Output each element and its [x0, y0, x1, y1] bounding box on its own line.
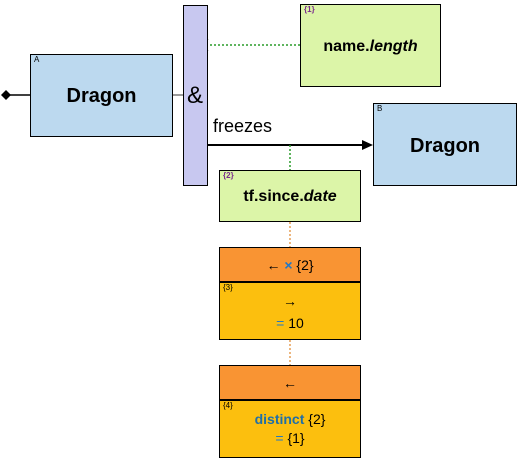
op-1-header-ref: {2} [296, 257, 314, 273]
constraint-2-prefix: tf.since. [243, 188, 304, 205]
node-b[interactable]: B Dragon [373, 103, 517, 186]
node-a[interactable]: A Dragon [30, 54, 173, 137]
op-1-body[interactable]: {3} → = 10 [219, 282, 361, 340]
right-arrow-icon: → [283, 293, 297, 309]
op-1-body-line: = 10 [220, 316, 360, 330]
source-diamond-icon [1, 90, 11, 100]
constraint-1-box[interactable]: {1} name.length [300, 4, 441, 87]
join-bar[interactable] [183, 5, 208, 186]
cross-icon: × [284, 257, 293, 273]
edge-label: freezes [213, 116, 273, 136]
op-2-tag: {4} [223, 401, 233, 410]
node-b-tag: B [377, 104, 383, 113]
op-1-value: 10 [288, 315, 304, 331]
node-a-tag: A [34, 55, 40, 64]
constraint-1-tag: {1} [304, 5, 315, 14]
op-1-equals: = [276, 315, 285, 331]
op-2-keyword: distinct [254, 411, 305, 427]
op-1-tag: {3} [223, 283, 233, 292]
arrowhead-icon [362, 140, 373, 150]
op-2-keyword-ref: {2} [308, 411, 326, 427]
constraint-2-tag: {2} [223, 171, 234, 180]
constraint-1-suffix: length [369, 38, 418, 55]
op-2-keyword-line: distinct {2} [220, 412, 360, 426]
op-2-equals: = [275, 430, 284, 446]
left-arrow-icon: ← [283, 375, 297, 391]
constraint-1-expression: name.length [301, 38, 440, 56]
op-1-header-line: ← × {2} [220, 258, 360, 272]
op-2-body-line: = {1} [220, 431, 360, 445]
constraint-1-prefix: name. [323, 38, 370, 55]
op-2-body[interactable]: {4} distinct {2} = {1} [219, 400, 361, 458]
op-1-header[interactable]: ← × {2} [219, 247, 361, 282]
constraint-2-expression: tf.since.date [220, 188, 360, 206]
op-2-header[interactable]: ← [219, 365, 361, 400]
constraint-2-suffix: date [303, 188, 337, 205]
constraint-2-box[interactable]: {2} tf.since.date [219, 170, 361, 222]
op-2-value: {1} [287, 430, 305, 446]
left-arrow-icon: ← [266, 257, 281, 273]
join-symbol: & [187, 82, 204, 109]
node-a-label: Dragon [66, 85, 137, 107]
node-b-label: Dragon [410, 135, 480, 157]
